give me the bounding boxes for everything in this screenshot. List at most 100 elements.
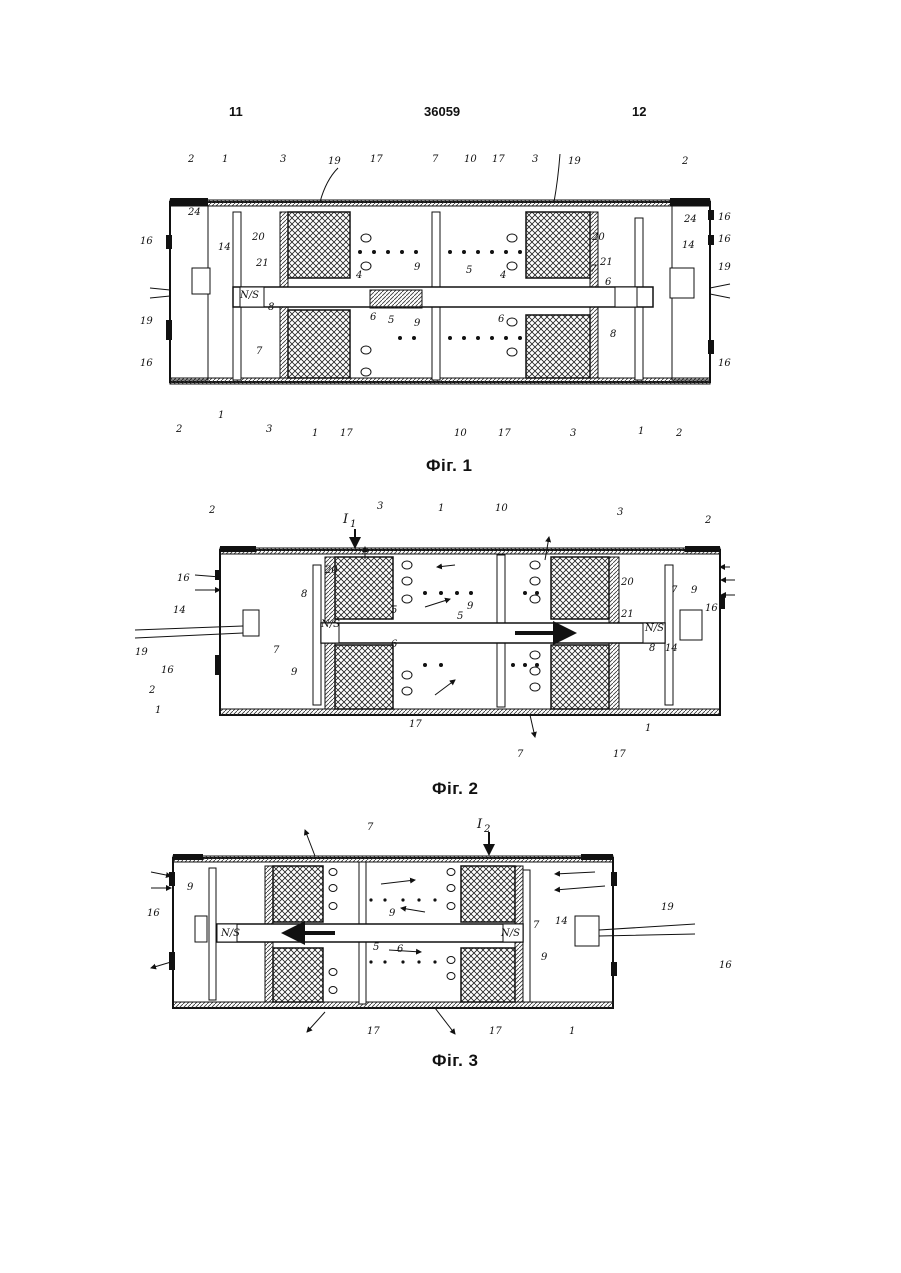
svg-text:1: 1 xyxy=(645,723,651,734)
svg-text:21: 21 xyxy=(599,257,613,268)
svg-text:8: 8 xyxy=(610,329,616,340)
svg-text:2: 2 xyxy=(681,156,688,167)
svg-text:N/S: N/S xyxy=(320,619,340,630)
svg-text:9: 9 xyxy=(467,601,474,612)
svg-text:16: 16 xyxy=(718,358,731,369)
svg-text:3: 3 xyxy=(532,154,538,165)
svg-text:16: 16 xyxy=(718,212,731,223)
svg-text:9: 9 xyxy=(414,262,421,273)
svg-text:19: 19 xyxy=(140,316,153,327)
svg-text:16: 16 xyxy=(718,234,731,245)
svg-text:1: 1 xyxy=(638,426,644,437)
svg-text:4: 4 xyxy=(499,270,506,281)
svg-text:19: 19 xyxy=(661,902,674,913)
svg-text:21: 21 xyxy=(620,609,634,620)
svg-text:N/S: N/S xyxy=(220,928,240,939)
svg-text:17: 17 xyxy=(489,1026,502,1037)
svg-text:17: 17 xyxy=(409,719,422,730)
svg-text:20: 20 xyxy=(324,565,338,576)
svg-text:3: 3 xyxy=(617,507,623,518)
svg-text:19: 19 xyxy=(328,156,341,167)
svg-text:9: 9 xyxy=(691,585,698,596)
svg-text:8: 8 xyxy=(301,589,307,600)
svg-text:3: 3 xyxy=(266,424,272,435)
svg-text:17: 17 xyxy=(340,428,353,439)
svg-text:4: 4 xyxy=(355,270,362,281)
svg-text:17: 17 xyxy=(367,1026,380,1037)
svg-text:6: 6 xyxy=(397,944,404,955)
svg-text:N/S: N/S xyxy=(500,928,520,939)
svg-text:1: 1 xyxy=(312,428,318,439)
svg-text:2: 2 xyxy=(675,428,682,439)
svg-text:2: 2 xyxy=(187,154,194,165)
svg-text:17: 17 xyxy=(498,428,511,439)
figure-2-caption: Фіг. 2 xyxy=(432,779,479,799)
svg-text:17: 17 xyxy=(492,154,505,165)
svg-text:16: 16 xyxy=(161,665,174,676)
figure-1-caption: Фіг. 1 xyxy=(426,456,473,476)
svg-text:17: 17 xyxy=(370,154,383,165)
svg-text:3: 3 xyxy=(377,501,383,512)
svg-text:14: 14 xyxy=(218,242,231,253)
svg-text:9: 9 xyxy=(291,667,298,678)
svg-text:7: 7 xyxy=(517,749,524,760)
svg-text:20: 20 xyxy=(251,232,265,243)
svg-text:3: 3 xyxy=(280,154,286,165)
svg-text:2: 2 xyxy=(208,505,215,516)
svg-text:I: I xyxy=(476,817,483,832)
svg-text:24: 24 xyxy=(683,214,697,225)
svg-text:6: 6 xyxy=(391,639,398,650)
svg-text:N/S: N/S xyxy=(644,623,664,634)
figure-3-drawing: I2 7916 N/S95 6N/S7 91419 161 1717 xyxy=(135,812,755,1042)
svg-text:2: 2 xyxy=(148,685,155,696)
svg-text:16: 16 xyxy=(147,908,160,919)
svg-text:10: 10 xyxy=(495,503,508,514)
svg-text:5: 5 xyxy=(457,611,463,622)
svg-text:1: 1 xyxy=(350,519,356,530)
svg-text:1: 1 xyxy=(218,410,224,421)
svg-text:10: 10 xyxy=(464,154,477,165)
svg-text:8: 8 xyxy=(649,643,655,654)
svg-text:5: 5 xyxy=(466,265,472,276)
svg-text:7: 7 xyxy=(432,154,439,165)
svg-text:6: 6 xyxy=(370,312,377,323)
svg-text:20: 20 xyxy=(620,577,634,588)
svg-text:20: 20 xyxy=(591,232,605,243)
svg-text:16: 16 xyxy=(140,236,153,247)
svg-text:10: 10 xyxy=(454,428,467,439)
svg-text:9: 9 xyxy=(187,882,194,893)
svg-text:1: 1 xyxy=(569,1026,575,1037)
svg-text:1: 1 xyxy=(438,503,444,514)
svg-text:9: 9 xyxy=(389,908,396,919)
svg-text:7: 7 xyxy=(590,264,597,275)
svg-text:16: 16 xyxy=(177,573,190,584)
svg-text:1: 1 xyxy=(222,154,228,165)
svg-text:2: 2 xyxy=(175,424,182,435)
svg-text:5: 5 xyxy=(373,942,379,953)
svg-text:19: 19 xyxy=(568,156,581,167)
figure-2-drawing: I1 231 1032 16208 14N/S5 659 7919 1621 1… xyxy=(125,495,765,770)
page-number-left: 11 xyxy=(229,104,243,119)
svg-text:16: 16 xyxy=(705,603,718,614)
svg-text:6: 6 xyxy=(498,314,505,325)
svg-text:14: 14 xyxy=(555,916,568,927)
svg-text:14: 14 xyxy=(173,605,186,616)
svg-text:19: 19 xyxy=(135,647,148,658)
patent-number: 36059 xyxy=(424,104,460,119)
svg-text:14: 14 xyxy=(665,643,678,654)
svg-text:3: 3 xyxy=(570,428,576,439)
svg-text:7: 7 xyxy=(367,822,374,833)
svg-text:N/S: N/S xyxy=(239,290,259,301)
svg-text:24: 24 xyxy=(187,207,201,218)
figure-3-caption: Фіг. 3 xyxy=(432,1051,479,1071)
svg-text:7: 7 xyxy=(533,920,540,931)
svg-text:5: 5 xyxy=(391,605,397,616)
svg-text:9: 9 xyxy=(541,952,548,963)
svg-text:7: 7 xyxy=(256,346,263,357)
svg-text:6: 6 xyxy=(605,277,612,288)
svg-text:I: I xyxy=(342,512,349,527)
svg-text:16: 16 xyxy=(140,358,153,369)
svg-text:8: 8 xyxy=(268,302,274,313)
svg-text:5: 5 xyxy=(388,315,394,326)
svg-text:1: 1 xyxy=(155,705,161,716)
